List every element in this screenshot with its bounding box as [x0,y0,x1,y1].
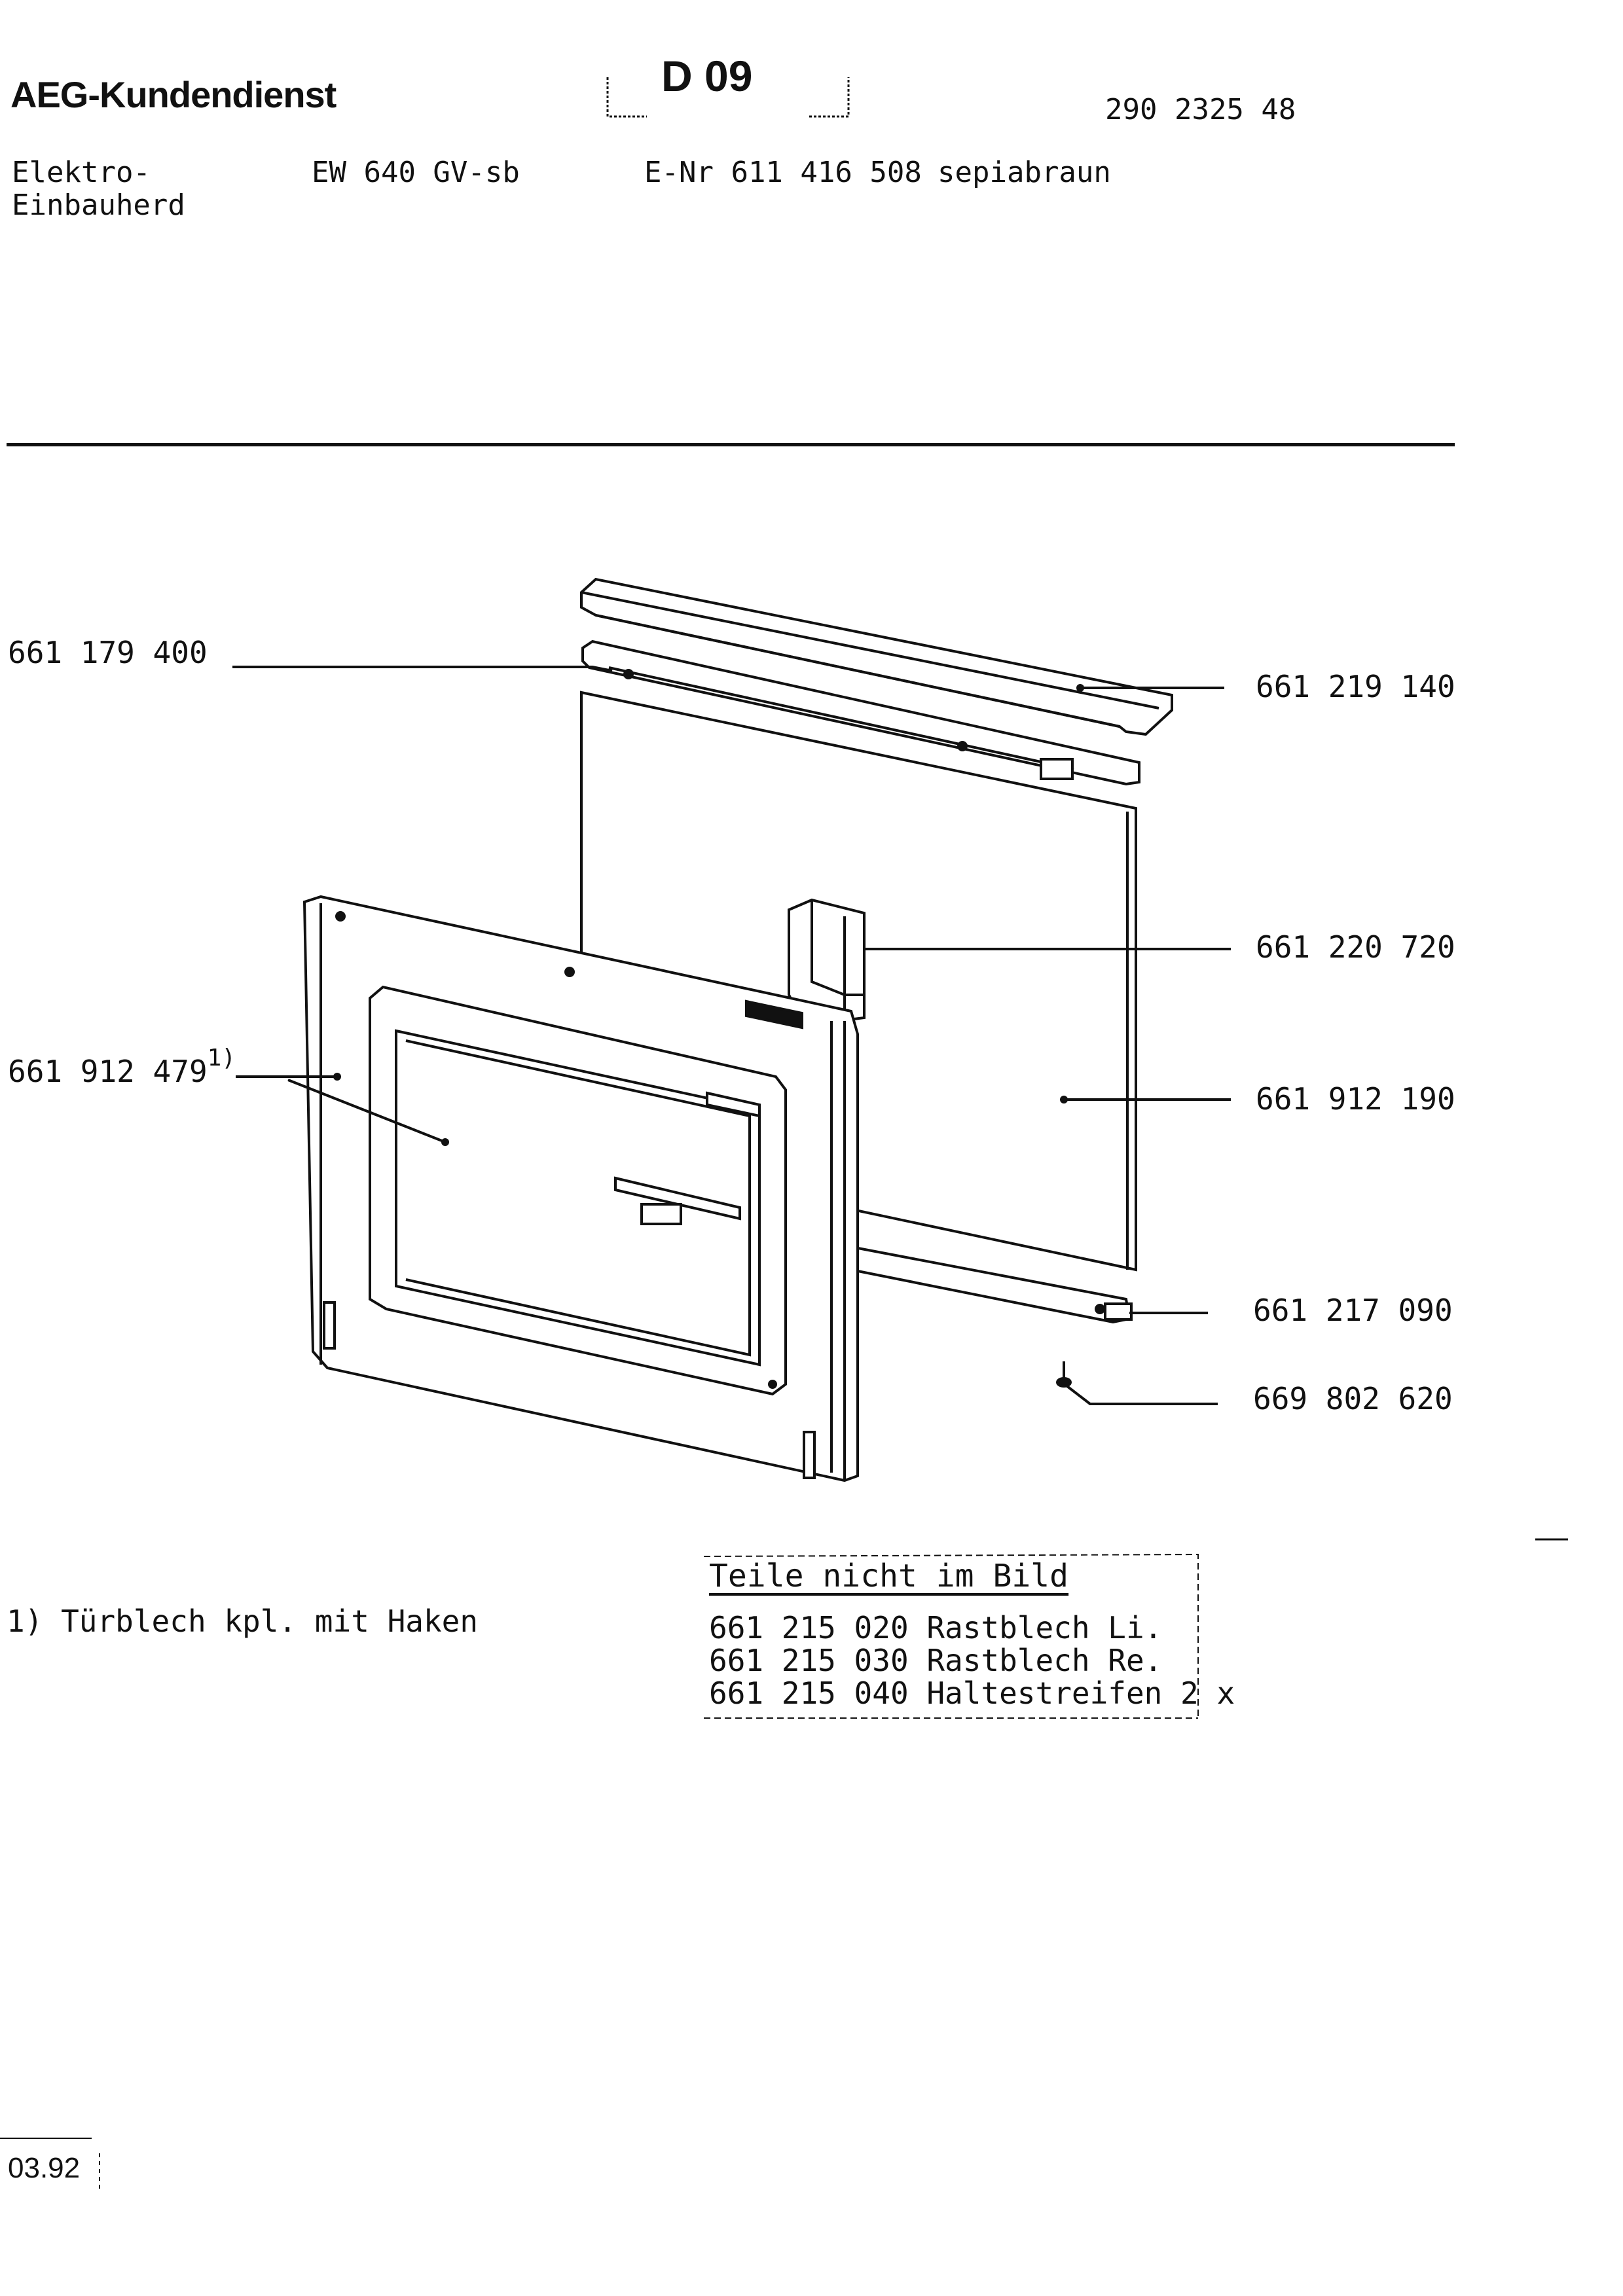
not-shown-row: 661 215 040 Haltestreifen 2 x [709,1676,1235,1711]
model-number: EW 640 GV-sb [312,156,520,189]
not-shown-box [703,1553,1199,1719]
not-shown-row: 661 215 030 Rastblech Re. [709,1643,1163,1678]
part-label-top-rail: 661 179 400 [8,635,208,670]
leader-lines [232,666,1231,1405]
footer-date: 03.92 [8,2152,81,2184]
screw-part [1056,1361,1072,1388]
not-shown-title: Teile nicht im Bild [709,1558,1069,1594]
footer-marks [0,1538,1568,2193]
not-shown-row: 661 215 020 Rastblech Li. [709,1610,1163,1645]
e-number: E-Nr 611 416 508 [644,156,922,189]
top-rail-part [581,639,1140,786]
part-label-door-panel: 661 912 4791) [8,1045,236,1089]
part-label-glass-pane: 661 912 190 [1256,1081,1455,1117]
door-panel-part [302,895,859,1482]
color-name: sepiabraun [938,156,1111,189]
header-divider [7,443,1455,446]
part-label-bottom-rail: 661 217 090 [1253,1293,1453,1328]
section-code-brackets [606,77,850,118]
part-label-hinge-cover: 661 220 720 [1256,929,1455,965]
footnote-text: 1) Türblech kpl. mit Haken [7,1604,479,1639]
top-trim-part [580,577,1173,736]
leader-dots [333,684,1084,1146]
part-label-screw: 669 802 620 [1253,1381,1453,1416]
product-line-2: Einbauherd [12,188,185,222]
section-code: D 09 [661,52,753,100]
part-label-top-trim: 661 219 140 [1256,669,1455,704]
product-line-1: Elektro- [12,156,151,189]
document-number: 290 2325 48 [1105,93,1296,126]
footnote-marker: 1) [207,1045,236,1071]
brand-title: AEG-Kundendienst [10,74,337,115]
